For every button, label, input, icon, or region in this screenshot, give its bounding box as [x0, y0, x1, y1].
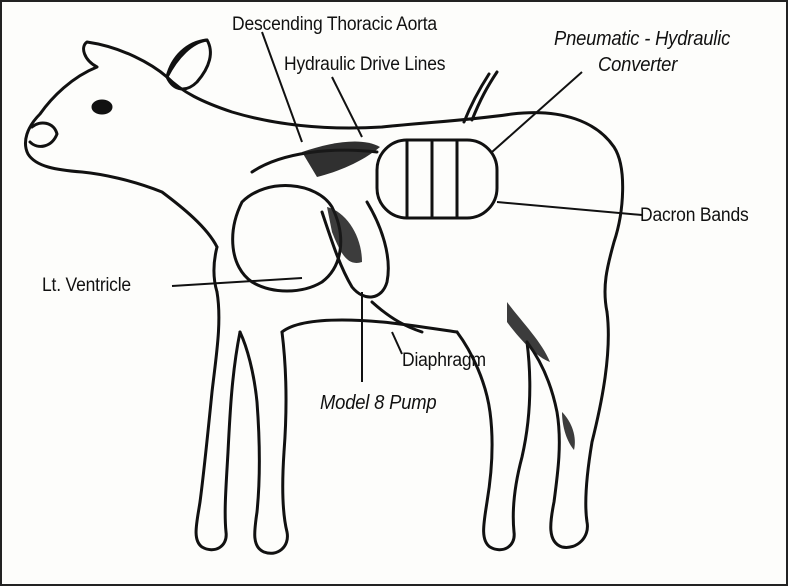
- label-hydraulic-drive-lines: Hydraulic Drive Lines: [284, 54, 445, 76]
- drive-line-2: [464, 74, 489, 122]
- calf-belly-outline: [282, 320, 457, 332]
- label-lt-ventricle: Lt. Ventricle: [42, 275, 131, 297]
- label-converter: Converter: [598, 54, 677, 77]
- diaphragm-outline: [372, 302, 422, 332]
- calf-chest-outline: [214, 247, 217, 292]
- label-descending-thoracic-aorta: Descending Thoracic Aorta: [232, 14, 437, 36]
- calf-eye: [93, 101, 111, 113]
- calf-head-outline: [25, 40, 217, 247]
- label-diaphragm: Diaphragm: [402, 350, 486, 372]
- shading-heart: [327, 207, 362, 263]
- leader-diaphragm: [392, 332, 402, 354]
- calf-back-outline: [167, 77, 623, 312]
- leader-converter: [492, 72, 582, 152]
- leader-aorta: [262, 32, 302, 142]
- leader-ventricle: [172, 278, 302, 286]
- label-dacron-bands: Dacron Bands: [640, 205, 749, 227]
- left-ventricle-outline: [233, 186, 341, 291]
- label-model-pump: Model 8 Pump: [320, 392, 436, 415]
- shading-aorta: [302, 142, 380, 177]
- calf-muzzle: [30, 123, 57, 146]
- calf-front-leg-far: [196, 292, 240, 550]
- label-pneumatic-hydraulic: Pneumatic - Hydraulic: [554, 28, 730, 51]
- converter-cylinder: [377, 140, 497, 218]
- shading-hock: [562, 412, 575, 450]
- calf-front-leg: [240, 332, 287, 553]
